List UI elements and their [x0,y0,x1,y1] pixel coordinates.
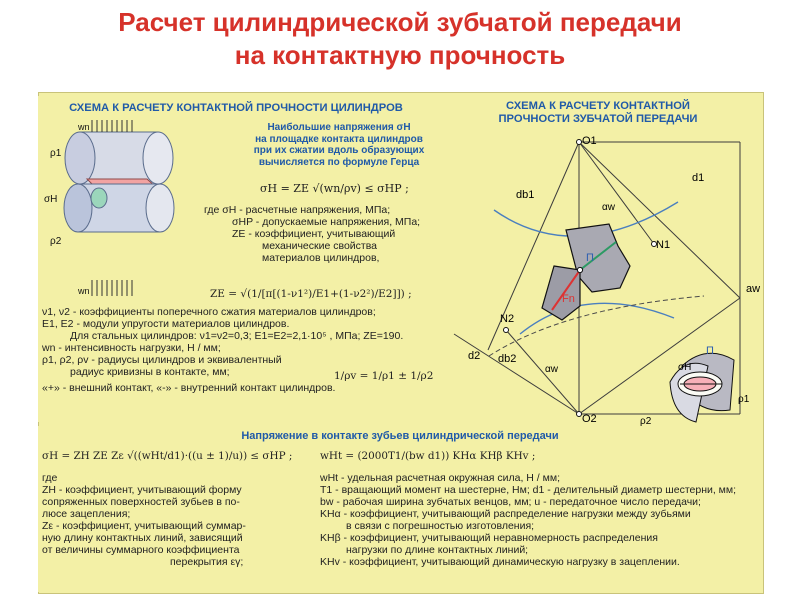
bottom-right-line-7: нагрузки по длине контактных линий; [346,544,529,556]
where-line-1: где σH - расчетные напряжения, МПа; [204,204,391,216]
n2-point [503,327,509,333]
bottom-left-line-3: сопряженных поверхностей зубьев в по- [42,496,240,508]
bottom-right-line-3: bw - рабочая ширина зубчатых венцов, мм;… [320,496,701,508]
bottom-left-line-6: ную длину контактных линий, зависящий [42,532,243,544]
note-line-1: ν1, ν2 - коэффициенты поперечного сжатия… [42,306,376,318]
main-formula: σH = ZE √(wn/ρv) ≤ σHP ; [260,182,409,195]
alpha-lower-label: αw [545,364,559,375]
bottom-panel: Напряжение в контакте зубьев цилиндричес… [38,426,762,592]
bottom-left-line-4: люсе зацепления; [42,508,131,520]
left-panel-title: СХЕМА К РАСЧЕТУ КОНТАКТНОЙ ПРОЧНОСТИ ЦИЛ… [69,102,403,114]
where-line-5: материалов цилиндров, [262,252,380,264]
bottom-left-notes: где ZH - коэффициент, учитывающий форму … [42,472,312,568]
sigma-label: σH [44,194,57,205]
pole-label: П [586,252,594,264]
where-line-4: механические свойства [262,240,378,252]
wn-label-top: wn [77,122,90,132]
rho2-label: ρ2 [50,236,62,247]
bottom-formula-left: σH = ZH ZE Zε √((wHt/d1)·((u ± 1)/u)) ≤ … [42,450,293,462]
notes-list: ν1, ν2 - коэффициенты поперечного сжатия… [42,306,430,394]
note-line-5: ρ1, ρ2, ρv - радиусы цилиндров и эквивал… [42,354,282,366]
note-line-2: E1, E2 - модули упругости материалов цил… [42,318,290,330]
d1-label: d1 [692,172,704,184]
aw-label: aw [746,283,760,295]
rho1-label: ρ1 [50,148,62,159]
note-line-6: радиус кривизны в контакте, мм; [70,366,230,378]
pole-point [576,266,584,274]
bottom-left-line-2: ZH - коэффициент, учитывающий форму [42,484,242,496]
note-line-7: «+» - внешний контакт, «-» - внутренний … [42,382,336,394]
intro-line-2: на площадке контакта цилиндров [255,133,423,145]
pitch-curve-lower [519,302,675,335]
rho-formula: 1/ρv = 1/ρ1 ± 1/ρ2 [334,370,434,382]
where-line-3: ZE - коэффициент, учитывающий [232,228,396,240]
contact-ellipse [669,352,735,423]
intro-line-4: вычисляется по формуле Герца [258,156,420,168]
title-line-2: на контактную прочность [234,40,566,70]
cylinder-top [64,131,174,189]
right-panel-title: СХЕМА К РАСЧЕТУ КОНТАКТНОЙ ПРОЧНОСТИ ЗУБ… [434,100,762,126]
rho1-label-right: ρ1 [738,394,750,405]
pole-label-lower: П [706,345,714,357]
bottom-right-line-4: KHα - коэффициент, учитывающий распредел… [320,508,691,520]
bottom-right-line-1: wHt - удельная расчетная окружная сила, … [320,472,560,484]
where-line-2: σHP - допускаемые напряжения, МПа; [232,216,421,228]
bottom-title: Напряжение в контакте зубьев цилиндричес… [241,430,559,442]
d2-label: d2 [468,350,480,362]
dash-curve [488,295,705,357]
cylinder-arrows [91,120,133,296]
right-title-line-1: СХЕМА К РАСЧЕТУ КОНТАКТНОЙ [506,100,690,112]
bottom-right-notes: wHt - удельная расчетная окружная сила, … [320,472,752,568]
o1-point [576,139,582,145]
bottom-left-line-5: Zε - коэффициент, учитывающий суммар- [42,520,246,532]
wn-label-bottom: wn [77,286,90,296]
gear-tooth-lower [541,265,581,321]
where-list: где σH - расчетные напряжения, МПа; σHP … [204,204,430,264]
normal-arrow [579,241,617,271]
bottom-right-line-8: KHv - коэффициент, учитывающий динамичес… [320,556,680,568]
note-line-3: Для стальных цилиндров: ν1=ν2=0,3; E1=E2… [70,330,404,342]
page-title: Расчет цилиндрической зубчатой передачи … [0,6,800,72]
db2-label: db2 [498,353,516,365]
intro-line-1: Наибольшие напряжения σH [267,122,411,133]
title-line-1: Расчет цилиндрической зубчатой передачи [118,7,682,37]
db1-label: db1 [516,189,534,201]
right-title-line-2: ПРОЧНОСТИ ЗУБЧАТОЙ ПЕРЕДАЧИ [498,113,698,125]
fn-arrow [551,269,581,311]
o1-label: O1 [582,135,597,147]
left-panel: СХЕМА К РАСЧЕТУ КОНТАКТНОЙ ПРОЧНОСТИ ЦИЛ… [38,96,434,422]
bottom-left-line-8: перекрытия εγ; [170,556,244,568]
o2-label: O2 [582,413,597,425]
cylinders-diagram: ρ1 σH ρ2 wn wn [44,120,175,296]
fn-label: Fn [562,293,575,305]
n2-label: N2 [500,313,514,325]
bottom-left-line-7: от величины суммарного коэффициента [42,544,240,556]
o2-point [576,411,582,417]
bottom-left-line-1: где [42,472,58,484]
ze-formula: ZE = √(1/[π[(1-ν1²)/E1+(1-ν2²)/E2]]) ; [210,288,412,300]
intro-text: Наибольшие напряжения σH на площадке кон… [248,122,430,168]
sigma-label-right: σH [678,362,691,373]
intro-line-3: при их сжатии вдоль образующих [253,145,425,156]
gear-diagram: O1 O2 N1 N2 П Fn d1 db1 d2 db2 aw αw αw … [453,135,760,426]
note-line-4: wn - интенсивность нагрузки, Н / мм; [42,342,221,354]
n1-point [651,241,657,247]
bottom-right-line-2: T1 - вращающий момент на шестерне, Нм; d… [320,484,737,496]
bottom-right-line-5: в связи с погрешностью изготовления; [346,520,535,532]
alpha-upper-label: αw [602,202,616,213]
rho2-label-right: ρ2 [640,416,652,426]
bottom-right-line-6: KHβ - коэффициент, учитывающий неравноме… [320,532,658,544]
bottom-formula-right: wHt = (2000T1/(bw d1)) KHα KHβ KHv ; [320,450,536,462]
n1-label: N1 [656,239,670,251]
right-panel: СХЕМА К РАСЧЕТУ КОНТАКТНОЙ ПРОЧНОСТИ ЗУБ… [434,96,762,426]
cylinder-bottom [63,183,175,233]
